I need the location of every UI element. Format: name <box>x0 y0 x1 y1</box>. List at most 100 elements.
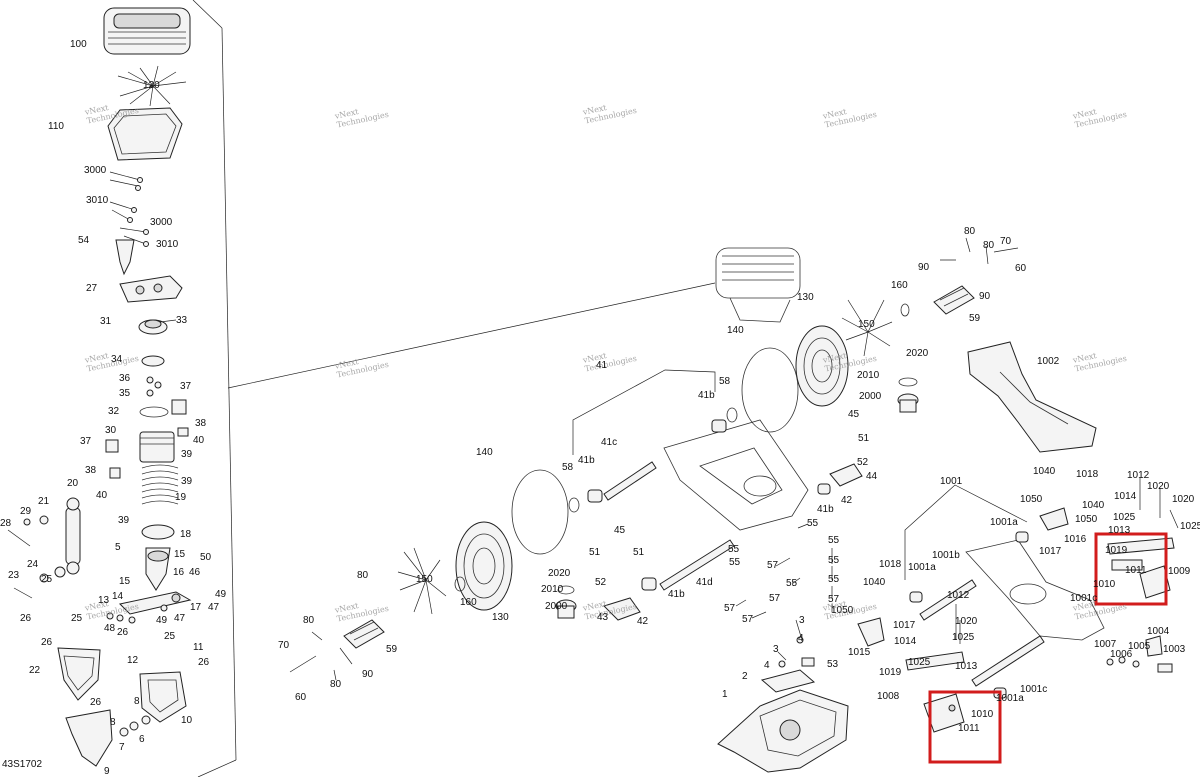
callout-label: 1020 <box>1147 481 1170 492</box>
callout-label: 14 <box>112 591 124 602</box>
callout-label: 52 <box>595 577 607 588</box>
bolts-120 <box>117 65 187 107</box>
callout-label: 2010 <box>857 370 880 381</box>
oring-32 <box>139 406 169 418</box>
cover-22 <box>57 647 101 701</box>
callout-label: 1001c <box>1070 593 1098 604</box>
bolts-150-left <box>397 547 447 615</box>
callout-label: 51 <box>589 547 601 558</box>
callout-label: 1040 <box>1082 500 1105 511</box>
cover-9 <box>65 709 113 767</box>
retainer-34 <box>141 355 165 367</box>
plate-1019-upper <box>1107 537 1175 555</box>
callout-label: 2020 <box>548 568 571 579</box>
callout-label: 1008 <box>877 691 900 702</box>
callout-label: 1050 <box>1020 494 1043 505</box>
callout-label: 1009 <box>1168 566 1191 577</box>
callout-label: 1020 <box>1172 494 1195 505</box>
callout-label: 2020 <box>906 348 929 359</box>
callout-label: 41b <box>578 455 595 466</box>
callout-label: 42 <box>637 616 649 627</box>
callout-label: 10 <box>181 715 193 726</box>
bush-41b-right <box>711 419 727 433</box>
shaft-41d <box>659 539 735 591</box>
callout-label: 1012 <box>947 590 970 601</box>
callout-label: 7 <box>119 742 125 753</box>
clip-38b <box>109 467 121 479</box>
callout-label: 58 <box>562 462 574 473</box>
callout-label: 160 <box>891 280 908 291</box>
callout-label: 45 <box>614 525 626 536</box>
callout-label: 15 <box>174 549 186 560</box>
callout-label: 1040 <box>863 577 886 588</box>
callout-label: 31 <box>100 316 112 327</box>
callout-label: 47 <box>208 602 220 613</box>
callout-label: 1005 <box>1128 641 1151 652</box>
callout-label: 1013 <box>955 661 978 672</box>
bracket-3-4 <box>777 619 804 668</box>
callout-label: 1050 <box>1075 514 1098 525</box>
callout-label: 35 <box>119 388 131 399</box>
callout-label: 49 <box>156 615 168 626</box>
callout-label: 1017 <box>893 620 916 631</box>
callout-label: 20 <box>67 478 79 489</box>
callout-label: 53 <box>827 659 839 670</box>
callout-label: 1001 <box>940 476 963 487</box>
callout-label: 1025 <box>1180 521 1200 532</box>
callout-label: 80 <box>964 226 976 237</box>
callout-label: 57 <box>742 614 754 625</box>
clip-37 <box>171 399 187 415</box>
callout-label: 24 <box>27 559 39 570</box>
callout-label: 57 <box>724 603 736 614</box>
guard-1002 <box>967 341 1097 453</box>
callout-label: 1001a <box>996 693 1024 704</box>
callout-label: 26 <box>117 627 129 638</box>
callout-label: 3000 <box>150 217 173 228</box>
callout-label: 8 <box>134 696 140 707</box>
callout-label: 2000 <box>859 391 882 402</box>
callout-label: 11 <box>193 642 204 653</box>
callout-label: 70 <box>1000 236 1012 247</box>
callout-label: 2 <box>742 671 748 682</box>
callout-label: 1018 <box>1076 469 1099 480</box>
callout-label: 1010 <box>1093 579 1116 590</box>
callout-label: 80 <box>303 615 315 626</box>
ring-58-right <box>726 407 738 423</box>
bush-41b-left <box>587 489 603 503</box>
callout-label: 41b <box>817 504 834 515</box>
callout-label: 1016 <box>1064 534 1087 545</box>
callout-label: 1007 <box>1094 639 1117 650</box>
bracket-1009-1011 <box>1111 559 1171 599</box>
highlight-box-bottom <box>928 690 1002 764</box>
bracket-1016 <box>1039 507 1069 531</box>
bush-41b-lower <box>641 577 657 591</box>
callout-label: 1011 <box>1125 565 1147 576</box>
callout-label: 23 <box>8 570 20 581</box>
piston-30 <box>139 431 175 463</box>
callout-label: 55 <box>807 518 819 529</box>
callout-label: 18 <box>180 529 192 540</box>
bolts-3000-3010 <box>109 171 149 247</box>
callout-label: 1025 <box>952 632 975 643</box>
callout-label: 1050 <box>831 605 854 616</box>
callout-label: 45 <box>848 409 860 420</box>
callout-label: 2000 <box>545 601 568 612</box>
callout-label: 54 <box>78 235 90 246</box>
callout-label: 55 <box>786 578 798 589</box>
callout-label: 26 <box>20 613 32 624</box>
callout-label: 150 <box>416 574 433 585</box>
callout-label: 38 <box>195 418 207 429</box>
callout-label: 25 <box>164 631 176 642</box>
callout-label: 3010 <box>156 239 179 250</box>
clip-37b <box>105 439 119 453</box>
callout-label: 1006 <box>1110 649 1133 660</box>
callout-label: 32 <box>108 406 120 417</box>
rocker-arm-27 <box>119 275 183 303</box>
shaft-1001b <box>919 579 977 621</box>
callout-label: 3 <box>799 615 805 626</box>
callout-label: 16 <box>173 567 185 578</box>
callout-label: 3 <box>773 644 779 655</box>
fasteners-70-80-90-right <box>940 237 1019 265</box>
bracket-54 <box>115 239 135 276</box>
fasteners-60-70-80-90-left <box>289 631 353 681</box>
